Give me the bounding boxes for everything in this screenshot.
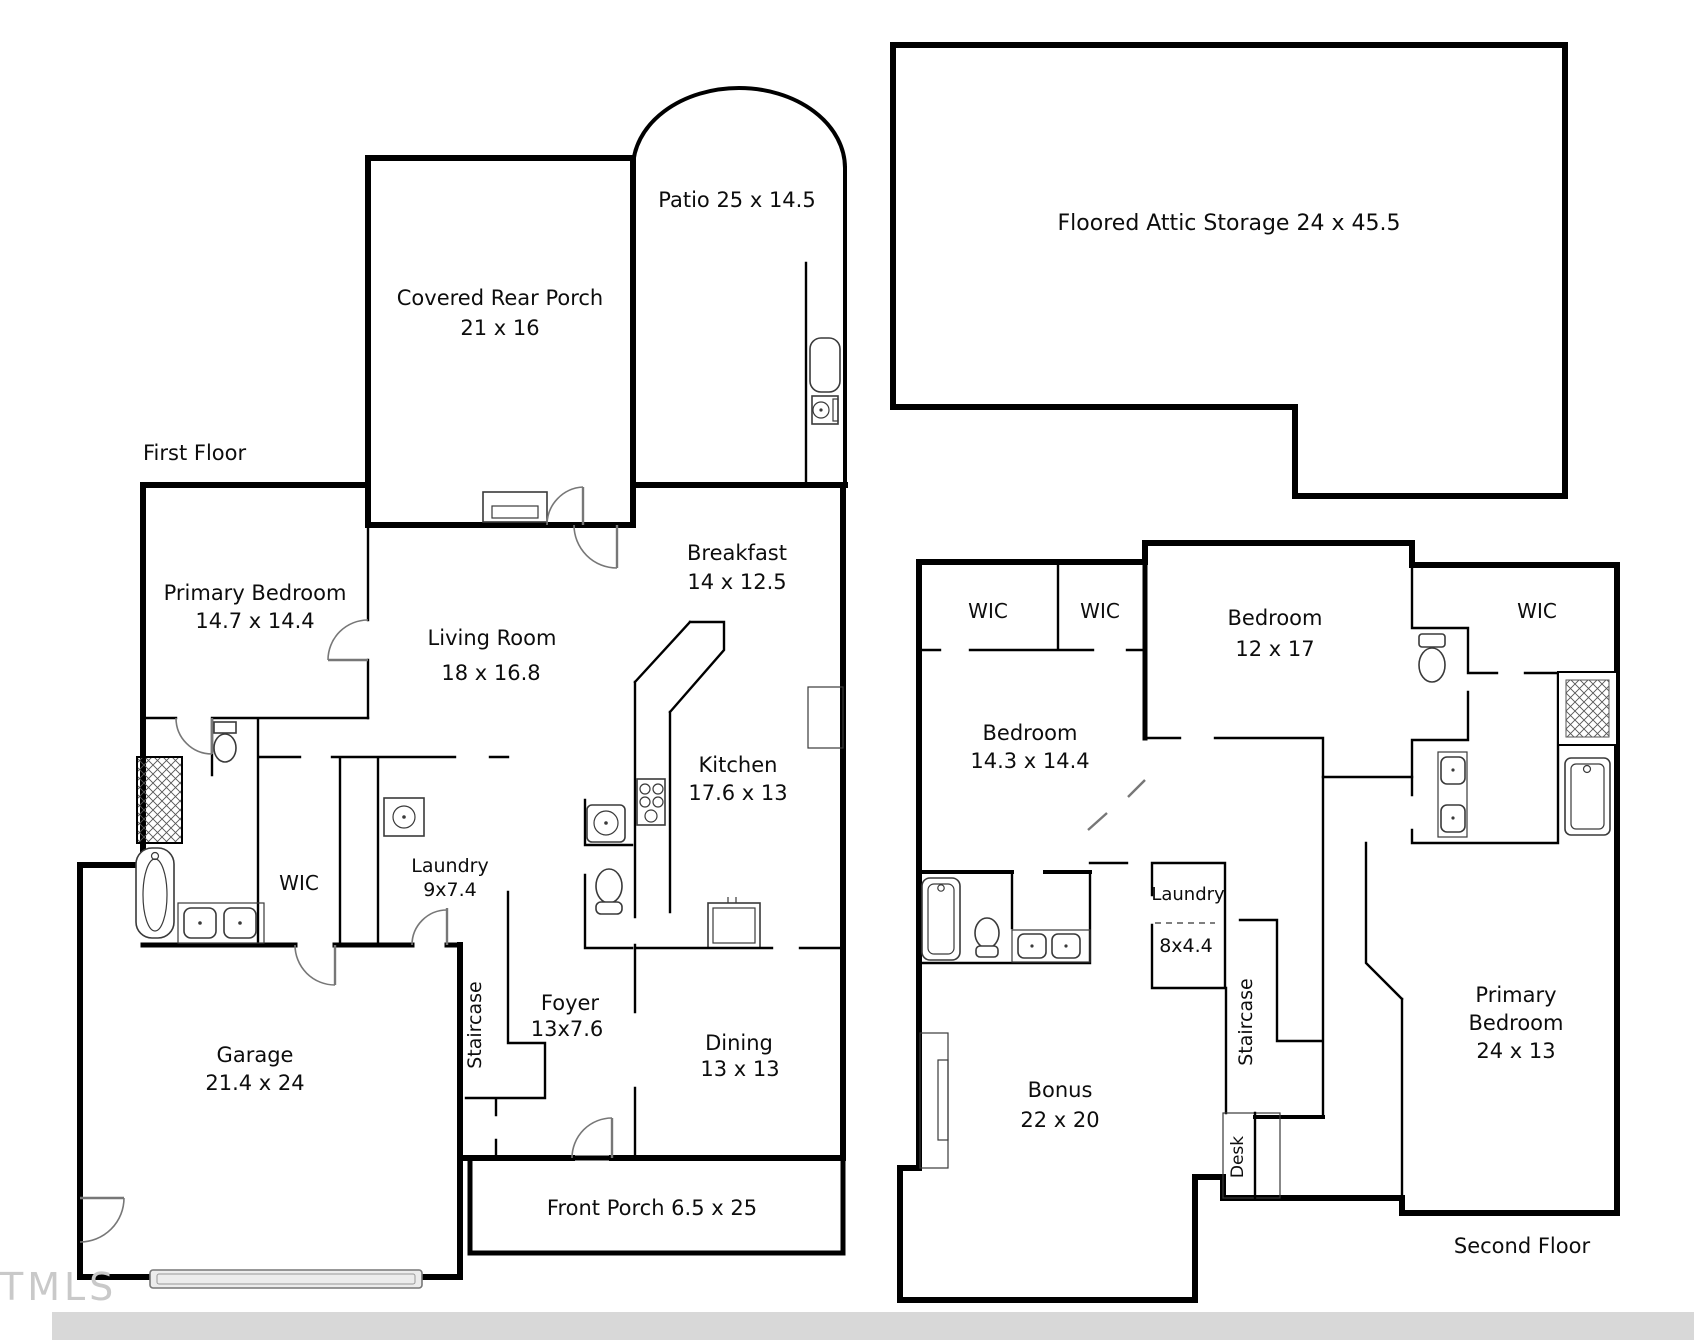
ff-porch-label: Covered Rear Porch (397, 286, 604, 310)
front-door-arc (571, 1117, 613, 1159)
ff-foyer-label: Foyer (541, 991, 600, 1015)
cooktop-icon (636, 778, 666, 826)
first-floor-title: First Floor (143, 441, 246, 465)
sf-wic-right-label: WIC (1517, 599, 1557, 623)
ff-staircase-label: Staircase (464, 981, 486, 1069)
ff-patio-arch (630, 86, 848, 487)
sf-bedroom-left-dims: 14.3 x 14.4 (970, 749, 1089, 773)
sf-bedroom-middle-label: Bedroom (1228, 606, 1323, 630)
toilet-icon-sf-right (1418, 633, 1446, 683)
livingroom-door-arc (573, 524, 618, 569)
kitchen-island-icon (707, 897, 761, 949)
first-floor-plan: First Floor (77, 86, 848, 1289)
toilet-icon-powder (595, 868, 623, 915)
second-floor-plan: WIC WIC Laundry 8x4.4 Stairca (897, 540, 1620, 1303)
ff-wic-label: WIC (279, 871, 319, 895)
toilet-icon-sf-left (974, 917, 1000, 958)
sf-wic-walls (917, 560, 1147, 652)
shower-icon-ff (136, 756, 183, 844)
ff-laundry-label: Laundry (411, 855, 488, 877)
ff-front-porch-outline (467, 1155, 846, 1256)
sf-bedroom-middle-dims: 12 x 17 (1235, 637, 1314, 661)
ff-dining-dims: 13 x 13 (700, 1057, 779, 1081)
washer-icon-ff (383, 797, 425, 837)
tub-icon-sf-left (921, 877, 961, 961)
desk-outline (1222, 1112, 1281, 1199)
kitchen-sink-icon (583, 798, 634, 847)
double-vanity-icon-sf-right (1437, 751, 1468, 838)
ff-kitchen-walls (633, 620, 726, 1160)
ff-kitchen-label: Kitchen (699, 753, 778, 777)
ff-bedroom-door-arc (327, 619, 369, 661)
ff-primary-bedroom-label: Primary Bedroom (164, 581, 347, 605)
sf-wic-b-label: WIC (1080, 599, 1120, 623)
sf-bonus-label: Bonus (1028, 1078, 1093, 1102)
sf-laundry-walls (1150, 861, 1227, 990)
sf-right-interior-walls (1410, 563, 1560, 845)
sf-wic-a-label: WIC (968, 599, 1008, 623)
ff-laundry-door-arc (411, 909, 448, 946)
sf-primary-line2: Bedroom (1469, 1011, 1564, 1035)
ff-covered-porch-outline (365, 155, 636, 528)
second-floor-title: Second Floor (1454, 1234, 1591, 1258)
shower-icon-sf (1557, 671, 1618, 746)
window-seat-icon (919, 1032, 949, 1169)
attic-outline (890, 42, 1568, 499)
footer-strip (52, 1312, 1694, 1340)
sf-staircase-label: Staircase (1235, 978, 1257, 1066)
ff-porch-dims: 21 x 16 (460, 316, 539, 340)
ff-dining-label: Dining (705, 1031, 773, 1055)
ff-kitchen-dims: 17.6 x 13 (688, 781, 787, 805)
sf-bedroom-bottom-walls (1143, 736, 1414, 779)
garage-door-arc (79, 1197, 125, 1243)
tub-icon-sf-right (1564, 757, 1611, 836)
ff-living-room-dims: 18 x 16.8 (441, 661, 540, 685)
sf-bath-walls (917, 861, 1129, 965)
grill-icon (809, 337, 841, 425)
ff-primary-bedroom-dims: 14.7 x 14.4 (195, 609, 314, 633)
tmls-watermark: TMLS (0, 1265, 117, 1309)
ff-staircase-walls (464, 890, 547, 1160)
ff-breakfast-label: Breakfast (687, 541, 787, 565)
attic-label: Floored Attic Storage 24 x 45.5 (1058, 211, 1401, 236)
ff-garage-label: Garage (217, 1043, 294, 1067)
ff-garage-dims: 21.4 x 24 (205, 1071, 304, 1095)
attic-plan: Floored Attic Storage 24 x 45.5 (890, 42, 1568, 499)
ff-garage-hall-door-arc (294, 944, 336, 986)
double-vanity-icon-sf-left (1011, 929, 1091, 963)
sf-double-door-leaves (1087, 779, 1146, 831)
sf-laundry-label: Laundry (1151, 884, 1225, 905)
sf-primary-dims: 24 x 13 (1476, 1039, 1555, 1063)
ff-front-porch-label: Front Porch 6.5 x 25 (547, 1196, 757, 1220)
toilet-icon-ff-bath (213, 721, 237, 763)
ff-left-garage-walls (77, 482, 463, 1280)
sf-staircase-walls (1224, 775, 1325, 1119)
ff-breakfast-dims: 14 x 12.5 (687, 570, 786, 594)
ff-laundry-dims: 9x7.4 (423, 879, 477, 901)
sf-laundry-dims: 8x4.4 (1159, 935, 1213, 957)
ff-foyer-dims: 13x7.6 (531, 1017, 604, 1041)
sf-primary-bedroom-wall (1364, 841, 1404, 1200)
ff-living-room-label: Living Room (428, 626, 557, 650)
porch-door-arc (546, 486, 584, 526)
garage-overhead-door-icon (149, 1269, 423, 1289)
double-vanity-icon-ff (177, 902, 265, 944)
tub-icon-ff (135, 847, 175, 939)
ff-hall-door-arc (175, 717, 213, 755)
sf-desk-label: Desk (1228, 1136, 1248, 1178)
sf-bonus-dims: 22 x 20 (1020, 1108, 1099, 1132)
sf-bedroom-left-label: Bedroom (983, 721, 1078, 745)
ff-patio-label: Patio 25 x 14.5 (658, 188, 815, 212)
breakfast-cabinet-icon (807, 686, 844, 749)
sf-primary-line1: Primary (1475, 983, 1556, 1007)
ff-powder-walls (583, 873, 634, 950)
fireplace-icon (482, 491, 548, 523)
